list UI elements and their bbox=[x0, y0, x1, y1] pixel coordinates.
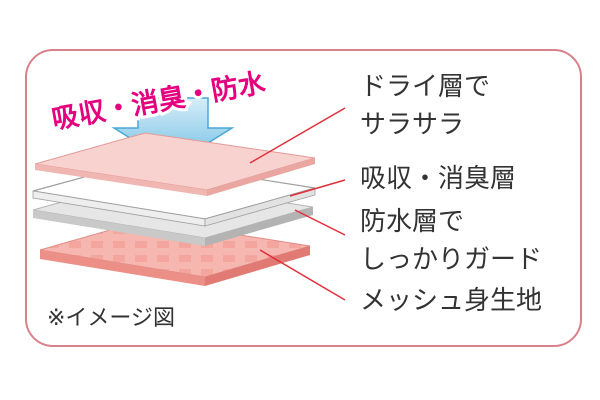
label-dry-layer: ドライ層で サラサラ bbox=[360, 68, 490, 144]
label-absorb-layer: 吸収・消臭層 bbox=[360, 160, 516, 198]
label-dry-line2: サラサラ bbox=[360, 110, 465, 140]
label-waterproof-layer: 防水層で しっかりガード bbox=[360, 203, 542, 279]
leader-line-mesh bbox=[259, 249, 346, 301]
label-absorb-line1: 吸収・消臭層 bbox=[360, 164, 517, 194]
dry-layer bbox=[34, 132, 316, 196]
mesh-layer bbox=[39, 219, 311, 286]
label-water-line2: しっかりガード bbox=[360, 245, 543, 275]
leader-line-water bbox=[294, 209, 346, 236]
label-mesh-layer: メッシュ身生地 bbox=[360, 282, 542, 320]
leader-line-dry bbox=[249, 107, 346, 164]
label-mesh-line1: メッシュ身生地 bbox=[360, 286, 543, 316]
label-water-line1: 防水層で bbox=[360, 207, 465, 237]
footnote-image-note: ※イメージ図 bbox=[47, 306, 175, 331]
label-dry-line1: ドライ層で bbox=[360, 72, 491, 102]
leader-line-absorb bbox=[289, 179, 346, 197]
